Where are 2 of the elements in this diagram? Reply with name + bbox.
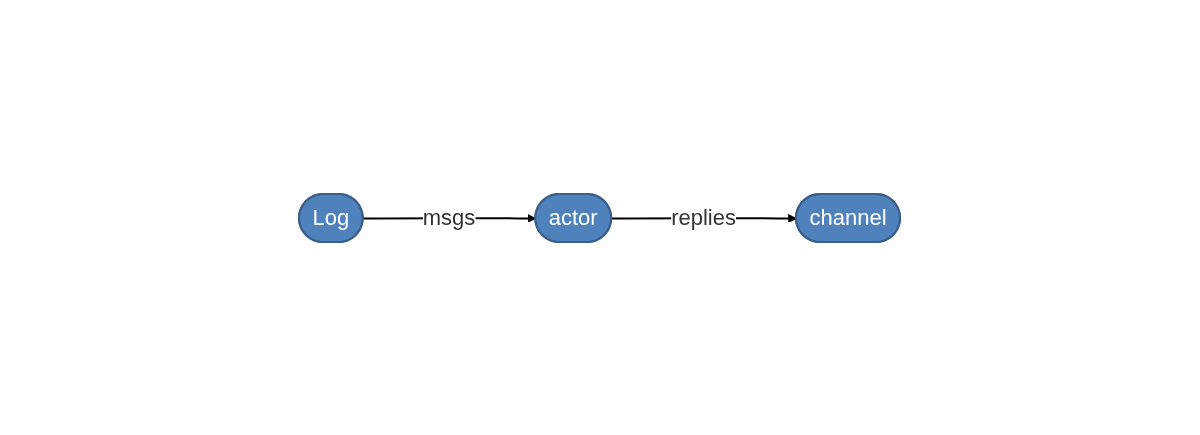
edge-label: replies: [671, 205, 737, 230]
edge-label: msgs: [423, 205, 476, 230]
